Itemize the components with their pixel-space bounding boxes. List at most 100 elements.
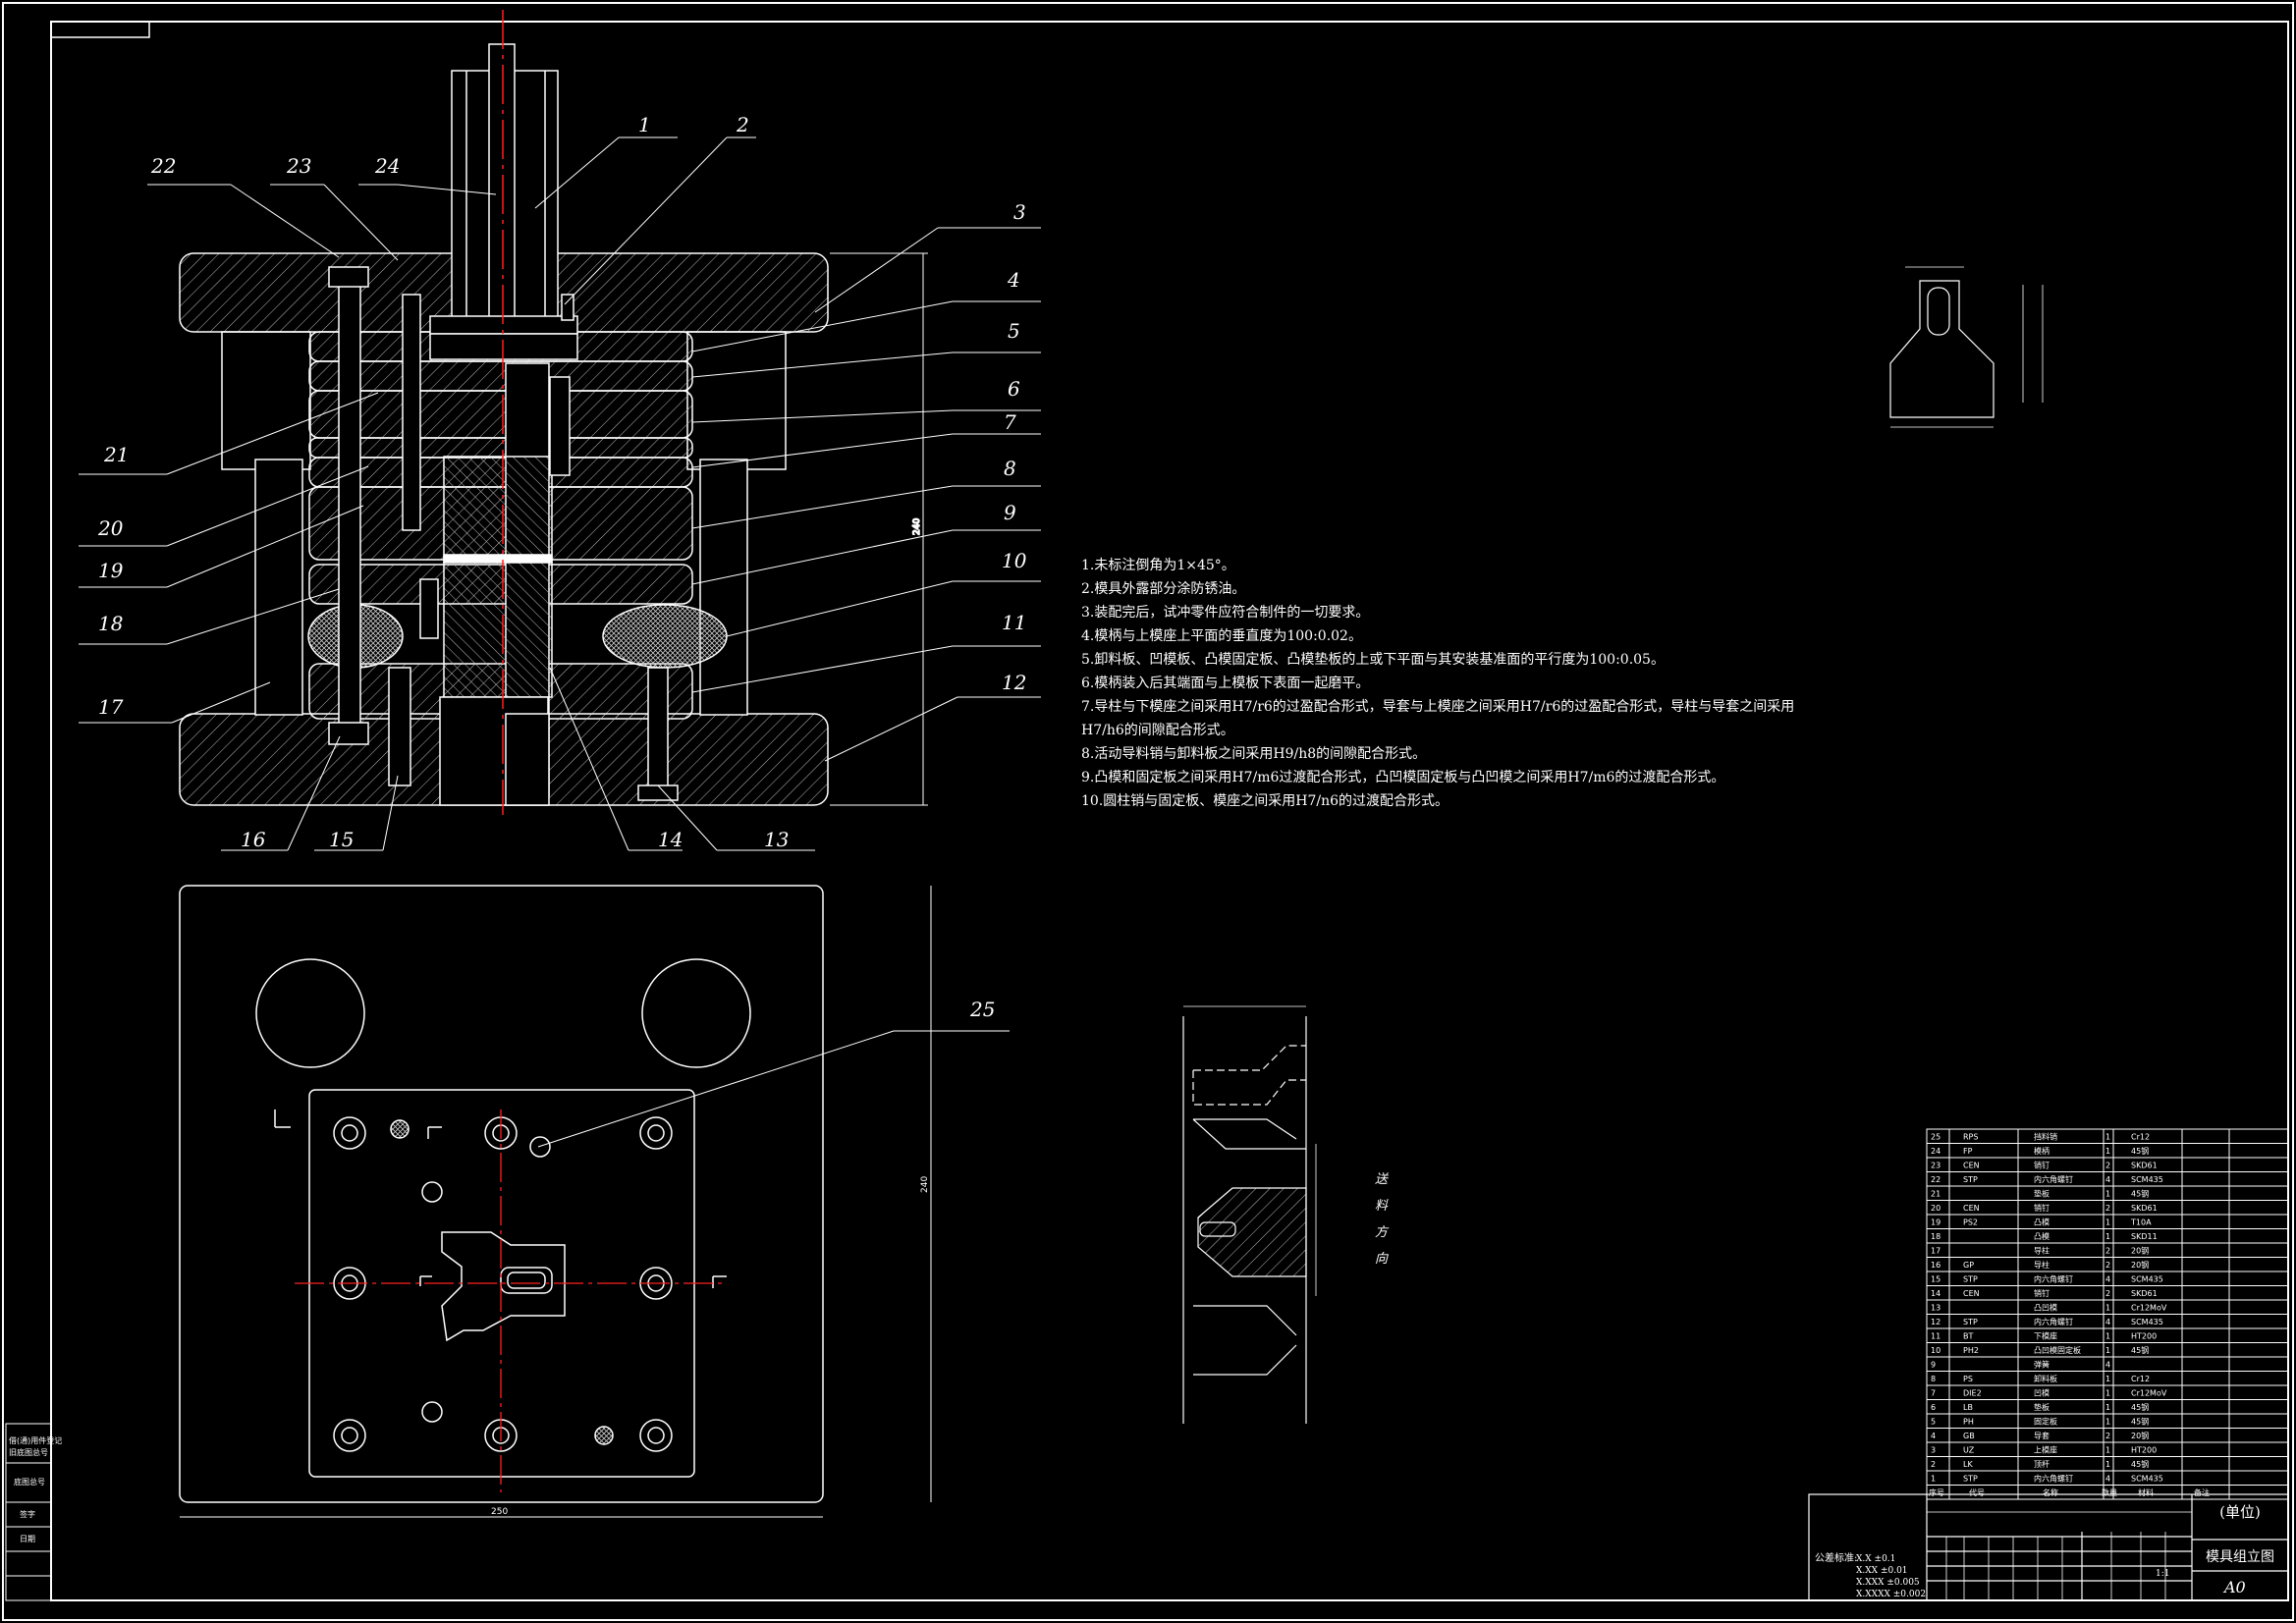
note-line: 2.模具外露部分涂防锈油。 — [1081, 581, 1246, 597]
part-number-labels: 1 2 3 4 5 6 7 8 9 10 11 12 13 14 15 16 1… — [97, 113, 1027, 1021]
bom-code: CEN — [1963, 1289, 1980, 1298]
part-label: 9 — [1004, 501, 1016, 524]
svg-text:240: 240 — [912, 518, 922, 535]
bom-no: 4 — [1931, 1432, 1936, 1440]
bom-name: 导柱 — [2034, 1260, 2050, 1270]
bom-code: PH — [1963, 1418, 1974, 1427]
bom-qty: 1 — [2105, 1133, 2110, 1142]
bom-name: 内六角螺钉 — [2034, 1317, 2073, 1326]
bom-no: 2 — [1931, 1460, 1936, 1469]
bom-material: 20钢 — [2131, 1246, 2149, 1256]
part-label: 17 — [98, 695, 124, 719]
ls-4: 日期 — [20, 1535, 35, 1543]
bom-name: 上模座 — [2034, 1445, 2057, 1455]
bom-no: 9 — [1931, 1361, 1936, 1370]
bom-header: 序号 — [1929, 1488, 1944, 1497]
ls-1: 旧底图总号 — [9, 1447, 48, 1457]
leaders — [79, 136, 1041, 1148]
bom-code: CEN — [1963, 1204, 1980, 1213]
note-line: 9.凸模和固定板之间采用H7/m6过渡配合形式，凸凹模固定板与凸凹模之间采用H7… — [1081, 770, 1725, 785]
bom-no: 1 — [1931, 1475, 1936, 1484]
part-label: 11 — [1002, 611, 1026, 634]
bom-material: SCM435 — [2131, 1318, 2163, 1326]
bom-code: PH2 — [1963, 1346, 1979, 1355]
svg-text:240: 240 — [920, 1176, 930, 1193]
note-line: 1.未标注倒角为1×45°。 — [1081, 558, 1235, 573]
part-label: 14 — [658, 828, 683, 851]
bom-qty: 2 — [2105, 1261, 2110, 1270]
bom-code: STP — [1963, 1475, 1978, 1484]
bom-code: BT — [1963, 1332, 1973, 1341]
part-label: 18 — [98, 612, 123, 635]
punch-die — [443, 456, 553, 698]
bom-name: 下模座 — [2034, 1331, 2057, 1341]
bom-name: 导柱 — [2034, 1246, 2050, 1256]
bom-name: 内六角螺钉 — [2034, 1174, 2073, 1184]
bom-header: 代号 — [1969, 1488, 1985, 1497]
bom-no: 20 — [1931, 1204, 1941, 1213]
bom-name: 销钉 — [2034, 1288, 2050, 1298]
part-label: 10 — [1002, 549, 1027, 572]
bom-qty: 2 — [2105, 1432, 2110, 1440]
bom-qty: 4 — [2105, 1475, 2110, 1484]
note-line: 7.导柱与下模座之间采用H7/r6的过盈配合形式，导套与上模座之间采用H7/r6… — [1081, 699, 1795, 715]
part-label: 23 — [286, 154, 311, 178]
note-line: 10.圆柱销与固定板、模座之间采用H7/n6的过渡配合形式。 — [1081, 793, 1449, 809]
bom-material: 45钢 — [2131, 1417, 2149, 1427]
bom-header: 材料 — [2138, 1488, 2154, 1497]
part-label: 5 — [1008, 319, 1020, 343]
bom-name: 固定板 — [2034, 1417, 2057, 1427]
bom-qty: 2 — [2105, 1162, 2110, 1170]
bom-name: 卸料板 — [2034, 1374, 2057, 1383]
lower-seat-outline — [179, 885, 824, 1503]
sheet-size: A0 — [2222, 1578, 2246, 1596]
inner-border — [50, 21, 2289, 1601]
unit-text: (单位) — [2219, 1503, 2261, 1521]
bom-name: 内六角螺钉 — [2034, 1474, 2073, 1484]
bom-no: 6 — [1931, 1403, 1936, 1412]
feed-char: 方 — [1375, 1225, 1390, 1240]
part-label: 12 — [1002, 671, 1026, 694]
feed-char: 料 — [1375, 1199, 1389, 1214]
bom-name: 销钉 — [2034, 1161, 2050, 1170]
spring-right — [602, 604, 728, 669]
bom-code: FP — [1963, 1147, 1973, 1156]
screw-heads — [333, 1116, 673, 1452]
bom-no: 19 — [1931, 1218, 1941, 1227]
bom-code: LK — [1963, 1460, 1973, 1469]
bom-material: SKD11 — [2131, 1232, 2158, 1241]
bom-name: 顶杆 — [2034, 1459, 2050, 1469]
bom-qty: 4 — [2105, 1318, 2110, 1326]
tol-2: X.XXX ±0.005 — [1856, 1578, 1920, 1588]
part-label: 16 — [241, 828, 266, 851]
bom-qty: 1 — [2105, 1218, 2110, 1227]
bom-qty: 1 — [2105, 1446, 2110, 1455]
bom-code: GP — [1963, 1261, 1974, 1270]
bom-material: 45钢 — [2131, 1402, 2149, 1412]
tolerance-label: 公差标准: — [1815, 1551, 1857, 1564]
bom-material: 45钢 — [2131, 1459, 2149, 1469]
ls-2: 底图总号 — [14, 1477, 45, 1487]
part-label: 4 — [1007, 268, 1020, 292]
bom-no: 13 — [1931, 1304, 1941, 1313]
bom-no: 10 — [1931, 1346, 1941, 1355]
bom-code: GB — [1963, 1432, 1975, 1440]
bom-name: 凸模 — [2034, 1217, 2050, 1227]
feed-direction-label: 送 料 方 向 — [1375, 1172, 1390, 1267]
note-line: 3.装配完后，试冲零件应符合制件的一切要求。 — [1081, 605, 1370, 621]
bom-name: 挡料销 — [2034, 1132, 2057, 1142]
tol-3: X.XXXX ±0.002 — [1856, 1590, 1926, 1599]
bom-name: 凸凹模 — [2034, 1303, 2057, 1313]
bom-material: Cr12 — [2131, 1375, 2150, 1383]
bom-qty: 4 — [2105, 1361, 2110, 1370]
part-label: 8 — [1004, 457, 1016, 480]
note-line: 4.模柄与上模座上平面的垂直度为100:0.02。 — [1081, 628, 1362, 644]
bom-header: 名称 — [2043, 1488, 2058, 1497]
bom-qty: 1 — [2105, 1403, 2110, 1412]
part-label: 1 — [638, 113, 651, 136]
bom-material: 20钢 — [2131, 1260, 2149, 1270]
bom-no: 15 — [1931, 1275, 1941, 1284]
bom-qty: 1 — [2105, 1232, 2110, 1241]
bom-name: 内六角螺钉 — [2034, 1274, 2073, 1284]
